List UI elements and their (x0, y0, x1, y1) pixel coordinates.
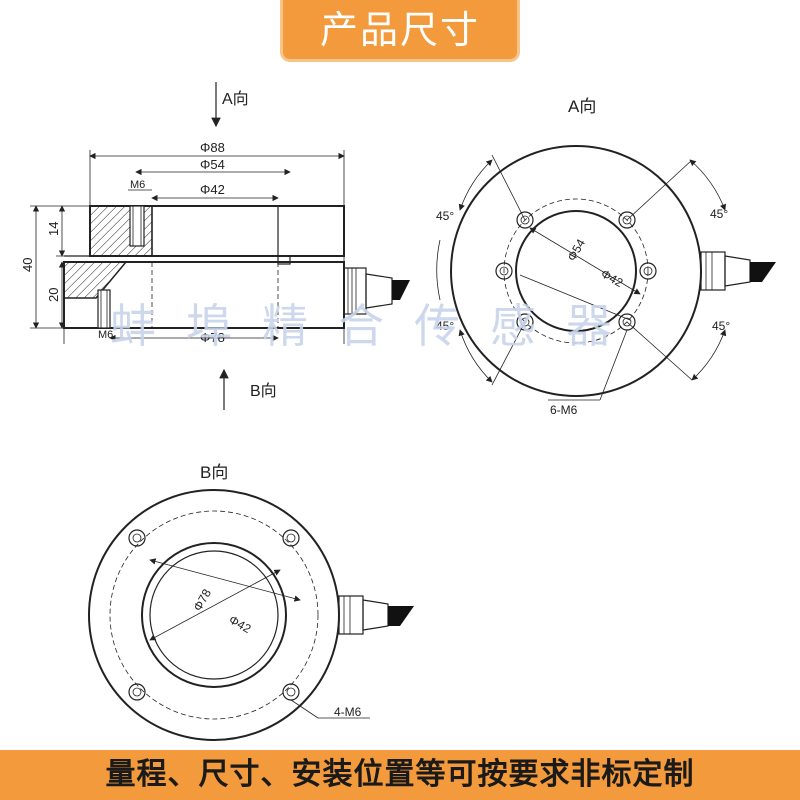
header-title: 产品尺寸 (280, 0, 520, 62)
view-b-holes-label: 4-M6 (334, 705, 362, 719)
dim-bottom-height-label: 20 (46, 288, 61, 302)
dim-thread-top-label: M6 (130, 179, 145, 191)
view-b-dim-outer-label: Φ78 (190, 586, 214, 613)
dim-top-height-label: 14 (46, 222, 61, 236)
view-a-angle-tr: 45° (710, 207, 728, 221)
view-a-angle-bl: 45° (436, 319, 454, 333)
view-a-dim-outer-label: Φ54 (564, 236, 588, 263)
view-b-title: B向 (200, 463, 228, 482)
technical-drawing: A向 Φ88 Φ54 Φ42 M6 (20, 82, 776, 741)
view-a-title: A向 (568, 97, 596, 116)
view-b: B向 Φ78 Φ42 4-M6 (88, 463, 414, 741)
arrow-a-label: A向 (222, 90, 249, 108)
dim-inner-label: Φ42 (200, 182, 225, 197)
view-a-angle-tl: 45° (436, 209, 454, 223)
footer-note: 量程、尺寸、安装位置等可按要求非标定制 (0, 750, 800, 800)
view-b-holes (128, 529, 300, 701)
dim-thread-bottom-label: M6 (98, 329, 113, 341)
dim-total-height-label: 40 (20, 258, 35, 272)
view-a: A向 Φ54 Φ42 45° 45° 45° 45° (436, 97, 776, 417)
dim-outer-label: Φ88 (200, 140, 225, 155)
view-a-angle-br: 45° (712, 319, 730, 333)
watermark-text: 蚌埠精合传感器 (110, 300, 642, 352)
dim-bottom-label: Φ78 (200, 330, 225, 345)
view-b-dim-inner-label: Φ42 (227, 612, 254, 636)
view-a-holes-label: 6-M6 (550, 403, 578, 417)
view-a-dim-inner-label: Φ42 (599, 266, 626, 290)
dim-mid-label: Φ54 (200, 157, 225, 172)
side-view: A向 Φ88 Φ54 Φ42 M6 (20, 82, 410, 410)
view-a-holes (495, 211, 657, 331)
arrow-b-label: B向 (250, 382, 277, 400)
